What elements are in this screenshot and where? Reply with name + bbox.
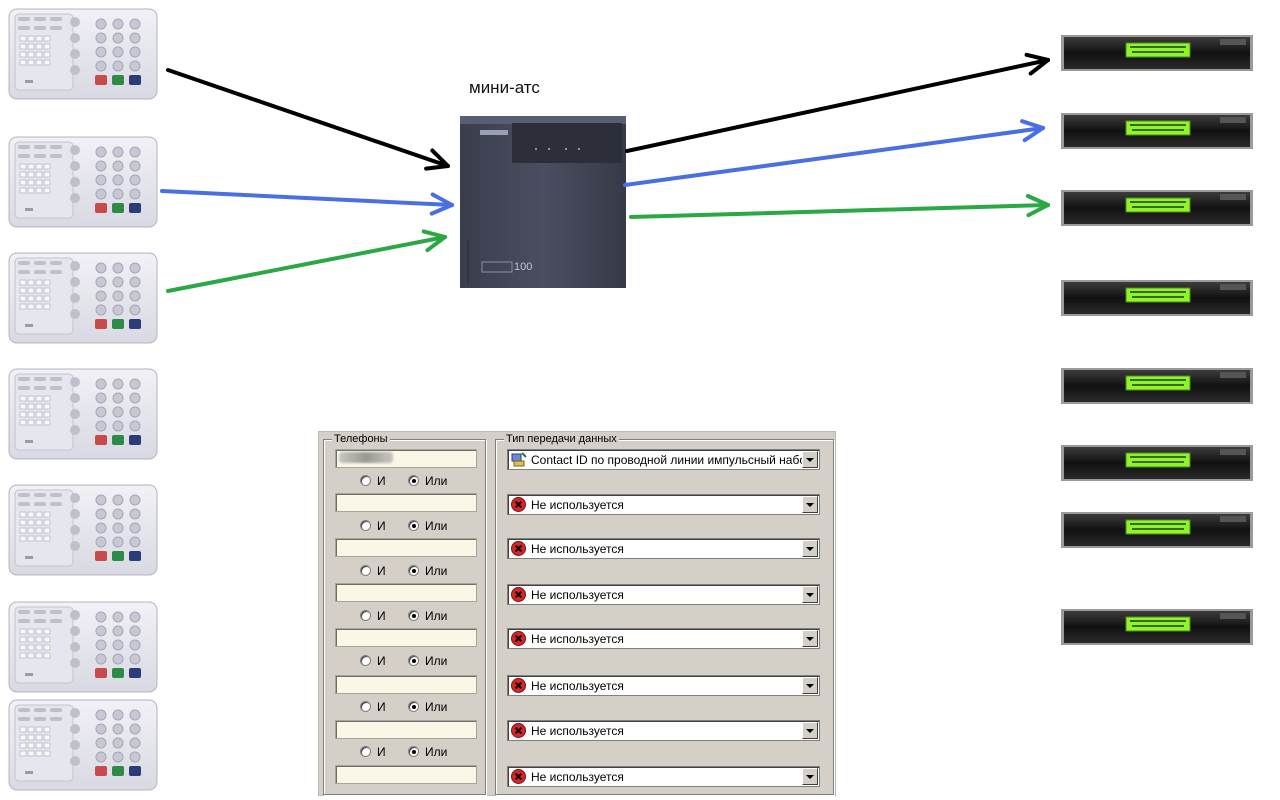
keypad-6 — [8, 601, 158, 693]
keypad-3 — [8, 252, 158, 344]
or-radio-label[interactable]: Или — [425, 745, 448, 759]
disabled-x-icon — [511, 541, 526, 556]
or-radio-label[interactable]: Или — [425, 474, 448, 488]
and-radio[interactable] — [360, 701, 371, 712]
and-radio[interactable] — [360, 746, 371, 757]
transfer-type-select-4[interactable]: Не используется — [507, 584, 820, 605]
receiver-2 — [1060, 112, 1254, 150]
connection-arrow-2 — [160, 189, 454, 216]
or-radio[interactable] — [408, 475, 419, 486]
transfer-type-select-5[interactable]: Не используется — [507, 628, 820, 649]
and-radio[interactable] — [360, 655, 371, 666]
connection-arrow-5 — [623, 119, 1045, 187]
dropdown-arrow-button[interactable] — [802, 630, 818, 647]
transfer-type-value-3: Не используется — [531, 542, 624, 556]
phone-number-input-7[interactable] — [335, 720, 477, 739]
transfer-type-select-2[interactable]: Не используется — [507, 494, 820, 515]
phone-number-input-2[interactable] — [335, 493, 477, 512]
or-radio[interactable] — [408, 520, 419, 531]
or-radio-label[interactable]: Или — [425, 609, 448, 623]
and-radio-label[interactable]: И — [377, 609, 386, 623]
transfer-type-value-8: Не используется — [531, 770, 624, 784]
keypad-1 — [8, 8, 158, 100]
transfer-type-value-2: Не используется — [531, 498, 624, 512]
receiver-7 — [1060, 511, 1254, 549]
dropdown-arrow-button[interactable] — [802, 496, 818, 513]
and-radio[interactable] — [360, 610, 371, 621]
transfer-type-select-8[interactable]: Не используется — [507, 766, 820, 787]
or-radio-label[interactable]: Или — [425, 519, 448, 533]
transfer-type-group: Тип передачи данных — [495, 432, 834, 795]
and-radio-label[interactable]: И — [377, 745, 386, 759]
transfer-type-value-6: Не используется — [531, 679, 624, 693]
receiver-3 — [1060, 189, 1254, 227]
phone-number-input-6[interactable] — [335, 675, 477, 694]
or-radio-label[interactable]: Или — [425, 564, 448, 578]
keypad-4 — [8, 368, 158, 460]
redacted-phone-mark — [339, 452, 393, 463]
and-radio-label[interactable]: И — [377, 654, 386, 668]
transfer-type-group-title: Тип передачи данных — [504, 432, 619, 446]
phone-modem-icon — [511, 452, 527, 467]
or-radio[interactable] — [408, 746, 419, 757]
or-radio[interactable] — [408, 701, 419, 712]
and-radio[interactable] — [360, 565, 371, 576]
transfer-type-value-5: Не используется — [531, 632, 624, 646]
or-radio-label[interactable]: Или — [425, 654, 448, 668]
pbx-model-label: 100 — [514, 261, 532, 273]
transfer-type-select-6[interactable]: Не используется — [507, 675, 820, 696]
or-radio[interactable] — [408, 655, 419, 666]
phone-number-input-3[interactable] — [335, 538, 477, 557]
dropdown-arrow-button[interactable] — [802, 540, 818, 557]
phones-group-title: Телефоны — [332, 432, 390, 446]
and-radio[interactable] — [360, 475, 371, 486]
and-radio-label[interactable]: И — [377, 700, 386, 714]
transfer-type-value-7: Не используется — [531, 724, 624, 738]
transfer-type-select-7[interactable]: Не используется — [507, 720, 820, 741]
or-radio[interactable] — [408, 610, 419, 621]
receiver-6 — [1060, 444, 1254, 482]
connection-arrow-1 — [166, 68, 450, 171]
and-radio-label[interactable]: И — [377, 474, 386, 488]
and-radio[interactable] — [360, 520, 371, 531]
disabled-x-icon — [511, 723, 526, 738]
dropdown-arrow-button[interactable] — [802, 586, 818, 603]
disabled-x-icon — [511, 678, 526, 693]
pbx-logo — [480, 130, 508, 135]
keypad-2 — [8, 136, 158, 228]
disabled-x-icon — [511, 631, 526, 646]
disabled-x-icon — [511, 587, 526, 602]
disabled-x-icon — [511, 769, 526, 784]
phones-group: Телефоны — [323, 432, 486, 795]
disabled-x-icon — [511, 497, 526, 512]
transfer-type-value-1: Contact ID по проводной линии импульсный… — [531, 453, 813, 467]
keypad-5 — [8, 484, 158, 576]
and-radio-label[interactable]: И — [377, 519, 386, 533]
keypad-7 — [8, 699, 158, 791]
dropdown-arrow-button[interactable] — [802, 768, 818, 785]
and-radio-label[interactable]: И — [377, 564, 386, 578]
connection-arrow-4 — [625, 52, 1050, 153]
phone-number-input-4[interactable] — [335, 583, 477, 602]
dropdown-arrow-button[interactable] — [802, 722, 818, 739]
phone-number-input-5[interactable] — [335, 628, 477, 647]
pbx-device: 100 — [460, 116, 626, 288]
connection-arrow-6 — [629, 194, 1050, 219]
receiver-8 — [1060, 608, 1254, 646]
dropdown-arrow-button[interactable] — [802, 677, 818, 694]
or-radio-label[interactable]: Или — [425, 700, 448, 714]
phone-number-input-8[interactable] — [335, 765, 477, 784]
transfer-type-select-1[interactable]: Contact ID по проводной линии импульсный… — [507, 449, 820, 470]
dropdown-arrow-button[interactable] — [802, 451, 818, 468]
receiver-1 — [1060, 34, 1254, 72]
connection-arrow-3 — [166, 229, 447, 293]
receiver-5 — [1060, 367, 1254, 405]
transfer-type-select-3[interactable]: Не используется — [507, 538, 820, 559]
receiver-4 — [1060, 279, 1254, 317]
pbx-title: мини-атс — [469, 78, 540, 97]
transfer-type-value-4: Не используется — [531, 588, 624, 602]
or-radio[interactable] — [408, 565, 419, 576]
